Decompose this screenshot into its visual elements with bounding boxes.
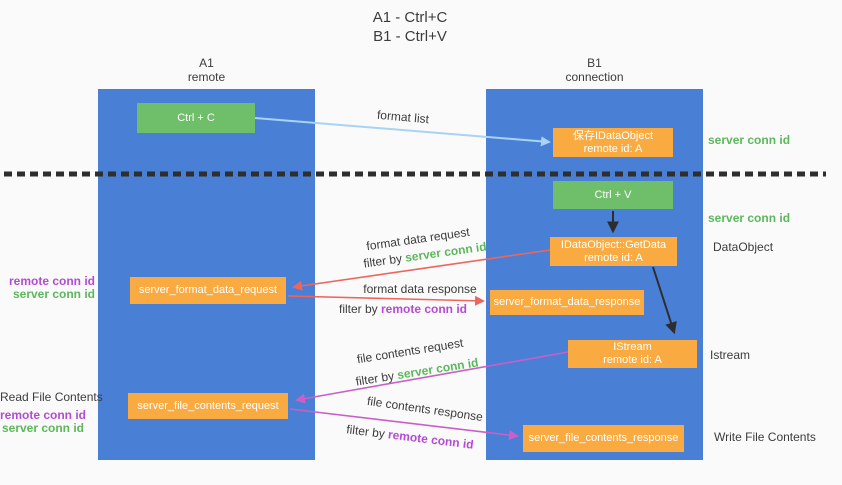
format-list-label: format list [376,107,430,127]
istream-side-label: Istream [710,348,751,362]
istream-line2: remote id: A [603,354,662,366]
server-conn-id-top-label: server conn id [708,133,791,147]
server-file-contents-response-label: server_file_contents_response [528,432,679,444]
idataobject-getdata-box: IDataObject::GetData remote id: A [550,237,677,266]
server-conn-id-label: server conn id [1,421,84,435]
ctrl-c-label: Ctrl + C [177,111,215,124]
column-b-name: B1 [587,56,602,70]
ctrl-v-box: Ctrl + V [553,181,673,209]
filter-by-prefix: filter by [338,302,381,316]
server-format-data-request-box: server_format_data_request [130,277,286,304]
filter-by-prefix: filter by [362,250,407,271]
server-format-data-response-box: server_format_data_response [490,290,644,315]
write-file-contents-label: Write File Contents [714,430,816,444]
remote-conn-id-label: remote conn id [0,408,87,422]
server-conn-id-label: server conn id [12,287,95,301]
filter-by-prefix: filter by [354,368,399,389]
server-conn-id-value: server conn id [396,355,480,383]
remote-conn-id-value: remote conn id [387,427,475,452]
remote-conn-id-value: remote conn id [381,302,468,316]
filter-by-prefix: filter by [345,422,390,442]
save-idataobject-line1: 保存IDataObject [572,129,654,142]
server-file-contents-request-label: server_file_contents_request [137,399,279,412]
left-conn-id-group-top: remote conn id server conn id [0,275,95,301]
server-file-contents-request-box: server_file_contents_request [128,393,288,419]
server-format-data-response-label: server_format_data_response [493,296,641,308]
istream-line1: IStream [613,341,652,353]
diagram-title-line2: B1 - Ctrl+V [373,28,447,45]
idataobject-getdata-line2: remote id: A [584,251,643,264]
left-conn-id-group-bottom: remote conn id server conn id [0,408,87,435]
column-a-header: A1 remote [98,56,315,84]
format-data-response-filter-label: filter by remote conn id [333,302,473,316]
column-b-role: connection [565,70,624,84]
column-a-role: remote [187,70,226,84]
dataobject-label: DataObject [713,240,774,254]
save-idataobject-box: 保存IDataObject remote id: A [553,128,673,157]
format-data-response-label: format data response [363,282,477,296]
idataobject-getdata-line1: IDataObject::GetData [560,238,667,251]
server-conn-id-mid-label: server conn id [708,211,791,225]
ctrl-v-label: Ctrl + V [594,188,632,201]
file-contents-response-label: file contents response [366,393,484,425]
ctrl-c-box: Ctrl + C [137,103,255,133]
server-format-data-request-label: server_format_data_request [138,284,278,296]
save-idataobject-line2: remote id: A [583,142,643,155]
istream-box: IStream remote id: A [568,340,697,368]
diagram-title-line1: A1 - Ctrl+C [372,9,448,26]
column-a-name: A1 [199,56,214,70]
format-data-response-arrow [287,295,485,306]
read-file-contents-label: Read File Contents [0,390,103,404]
file-contents-response-filter-label: filter by remote conn id [340,422,481,453]
column-b-header: B1 connection [486,56,703,84]
server-file-contents-response-box: server_file_contents_response [523,425,684,452]
remote-conn-id-label: remote conn id [8,274,95,288]
diagram-title: A1 - Ctrl+C B1 - Ctrl+V [0,8,820,46]
